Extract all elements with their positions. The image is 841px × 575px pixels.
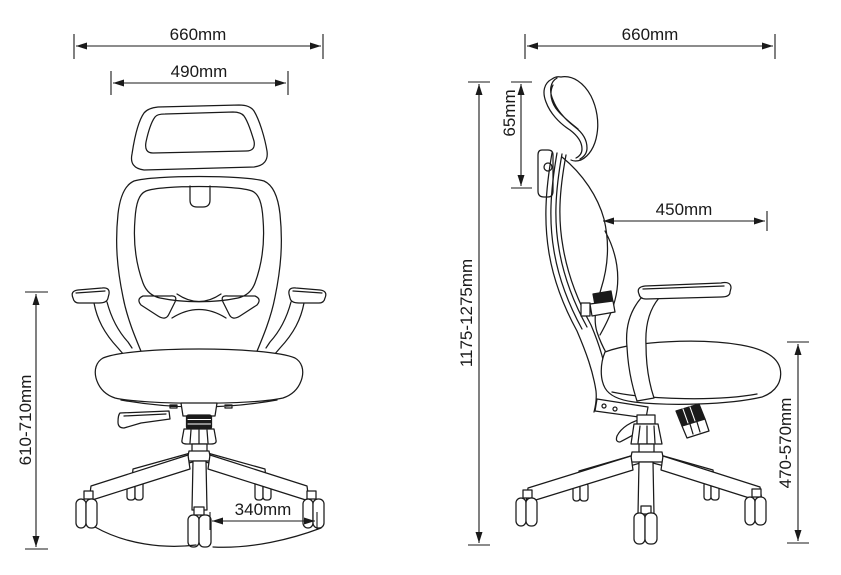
front-armrest-left	[71, 287, 133, 356]
dim-side-seat-depth: 450mm	[603, 200, 768, 231]
side-headrest-slider-knob	[543, 162, 553, 172]
front-gas-cone-flutes	[189, 429, 209, 445]
dim-front-overall-width-label: 660mm	[170, 25, 227, 44]
dim-front-overall-width: 660mm	[73, 25, 324, 59]
front-base-center-leg	[191, 460, 208, 511]
front-floor-curves	[94, 526, 322, 548]
side-armrest-pad	[637, 281, 732, 300]
dim-front-arm-height-label: 610-710mm	[16, 375, 35, 466]
side-caster-center	[633, 505, 658, 545]
dim-side-overall-depth-label: 660mm	[622, 25, 679, 44]
side-caster-right	[744, 488, 767, 526]
side-armrest-post	[625, 297, 660, 402]
dim-front-base-span-label: 340mm	[235, 500, 292, 519]
front-mechanism	[180, 402, 218, 417]
front-armrest-right	[265, 287, 327, 356]
front-caster-center	[187, 506, 212, 548]
side-gas-collar	[636, 414, 656, 425]
dim-side-seat-depth-label: 450mm	[656, 200, 713, 219]
dim-side-overall-height-label: 1175-1275mm	[457, 259, 476, 367]
side-view-drawing	[515, 76, 782, 545]
side-gas-cone-flutes	[637, 425, 656, 445]
dim-side-overall-depth: 660mm	[524, 25, 776, 59]
side-caster-left	[515, 489, 538, 527]
dim-side-seat-height-label: 470-570mm	[776, 398, 795, 489]
front-view-drawing	[71, 104, 327, 548]
front-gas-bellows	[185, 414, 213, 430]
front-gas-bellows-ribs	[187, 418, 212, 425]
dim-side-seat-height: 470-570mm	[776, 341, 809, 544]
side-headrest-slider	[537, 149, 554, 198]
dim-side-headrest-height: 65mm	[500, 81, 532, 189]
side-seat-knob-ribs	[682, 406, 696, 424]
front-backrest	[115, 175, 283, 357]
side-armrest-pad-bevel	[642, 285, 725, 290]
side-seat-knob-flutes	[681, 418, 710, 439]
side-lumbar-knob-base	[580, 300, 616, 317]
dim-side-overall-height: 1175-1275mm	[457, 81, 490, 546]
dim-side-headrest-height-label: 65mm	[500, 89, 519, 136]
front-caster-left	[75, 490, 98, 529]
side-mech-bolt-1	[601, 403, 607, 409]
front-lever	[117, 410, 171, 429]
side-backrest	[545, 152, 619, 413]
front-base-hub	[186, 450, 212, 462]
side-base-hub	[629, 451, 665, 463]
dim-front-backrest-width-label: 490mm	[171, 62, 228, 81]
side-mech-bolt-2	[612, 406, 618, 412]
side-headrest	[543, 76, 599, 162]
side-seat-knob-flute-lines	[689, 421, 701, 435]
front-headrest	[130, 104, 268, 171]
dim-front-base-span: 340mm	[209, 500, 318, 530]
dim-front-arm-height: 610-710mm	[16, 291, 48, 550]
front-seat	[94, 348, 304, 404]
side-seat-seam	[611, 391, 758, 400]
dim-front-backrest-width: 490mm	[110, 62, 289, 95]
